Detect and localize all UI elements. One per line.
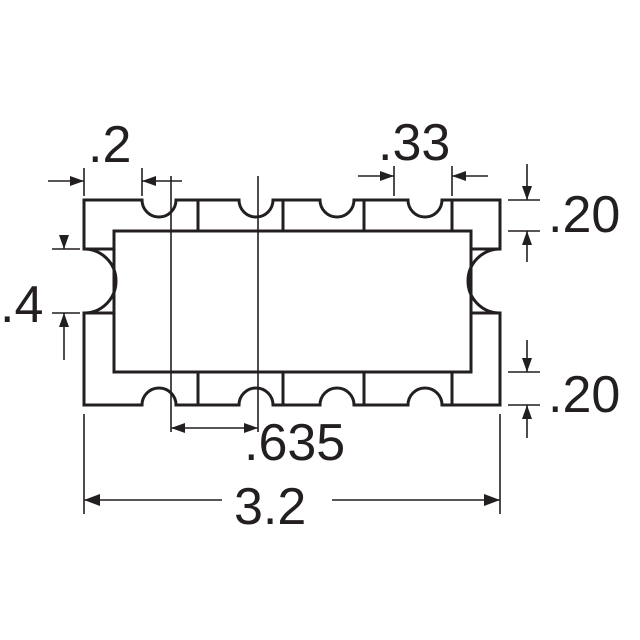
label-bottom-margin: .20 bbox=[548, 366, 620, 424]
inner-body-outline bbox=[112, 229, 473, 374]
dim-overall-length bbox=[83, 414, 501, 514]
top-terminal-separators bbox=[84, 200, 454, 315]
label-terminal-width: .2 bbox=[88, 116, 131, 174]
dim-side-terminal-height bbox=[52, 235, 80, 360]
dim-top-margin bbox=[508, 164, 540, 262]
dim-pitch bbox=[171, 423, 258, 433]
label-pitch: .635 bbox=[244, 414, 345, 472]
label-top-margin: .20 bbox=[548, 186, 620, 244]
label-side-terminal-height: .4 bbox=[0, 276, 43, 334]
label-overall-length: 3.2 bbox=[234, 478, 306, 536]
dim-bottom-margin bbox=[508, 340, 540, 438]
dim-terminal-gap bbox=[358, 166, 488, 196]
bottom-terminal-separators bbox=[196, 247, 500, 405]
label-terminal-gap: .33 bbox=[378, 114, 450, 172]
package-outer-outline bbox=[82, 198, 502, 407]
dim-terminal-width bbox=[48, 168, 182, 196]
